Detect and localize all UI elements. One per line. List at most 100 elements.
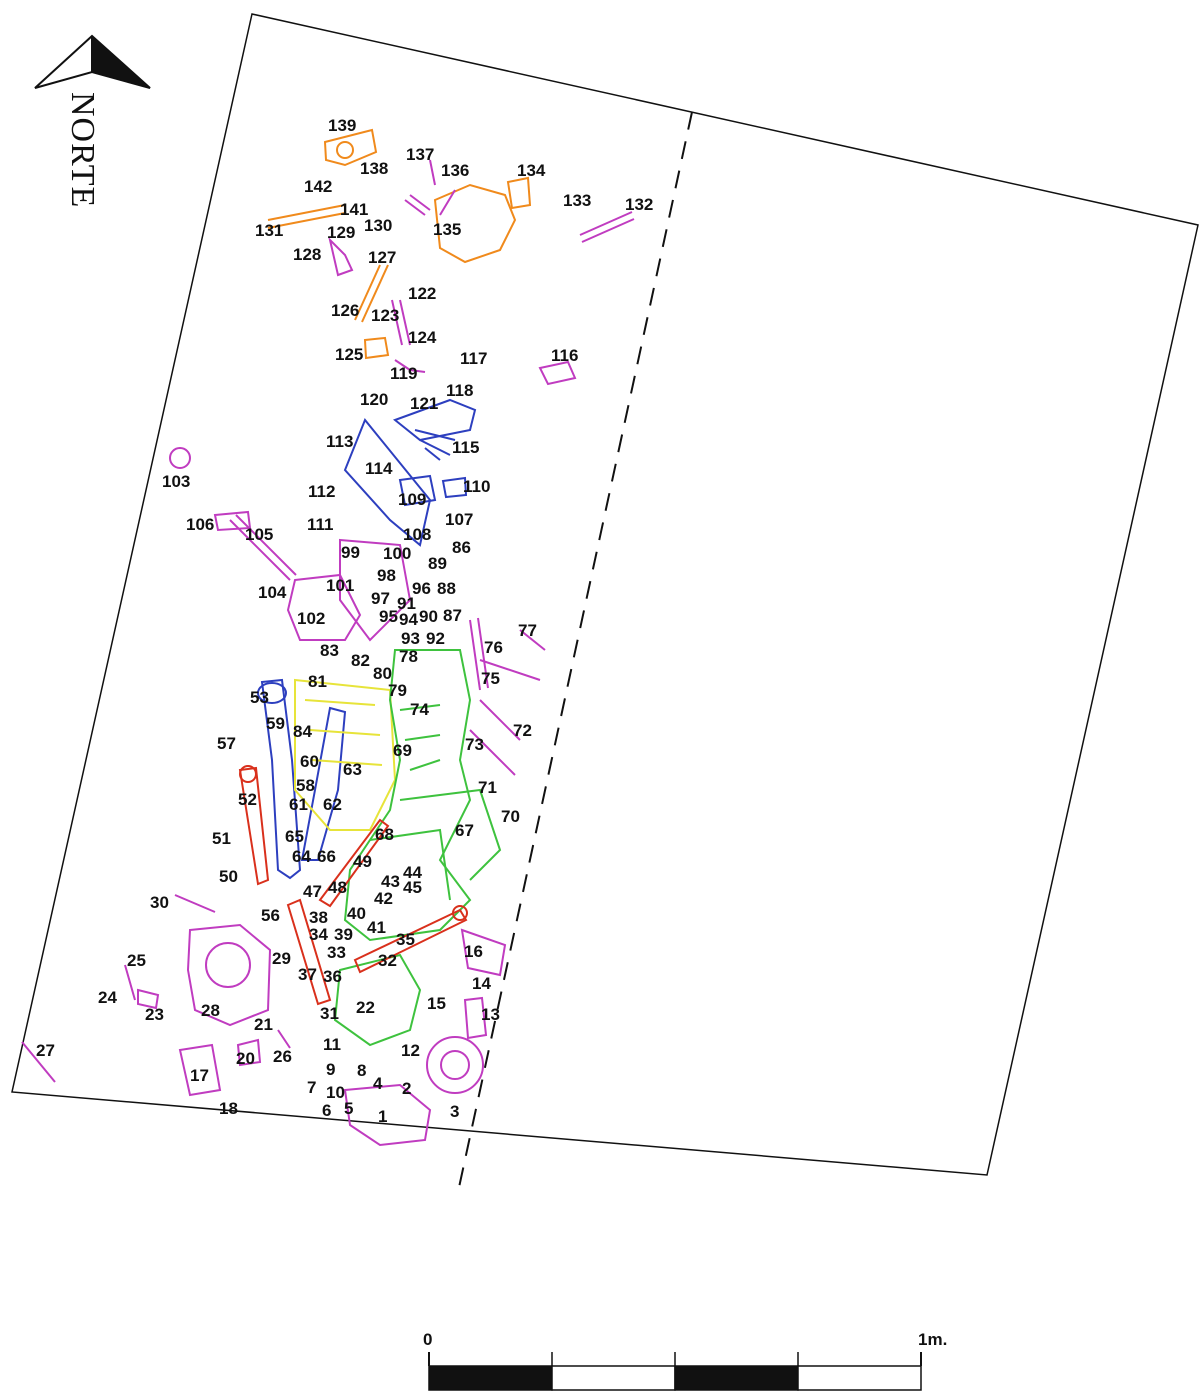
label-68: 68	[375, 825, 394, 844]
bone-group-magenta	[21, 159, 635, 1147]
label-3: 3	[450, 1102, 459, 1121]
label-118: 118	[446, 381, 473, 400]
label-11: 11	[323, 1035, 341, 1054]
label-39: 39	[334, 925, 353, 944]
label-69: 69	[393, 741, 412, 760]
label-43: 43	[381, 872, 400, 891]
label-10: 10	[326, 1083, 345, 1102]
bone-group-green	[333, 649, 502, 1047]
label-108: 108	[403, 525, 431, 544]
label-141: 141	[340, 200, 368, 219]
label-95: 95	[379, 607, 398, 626]
label-132: 132	[625, 195, 653, 214]
label-9: 9	[326, 1060, 335, 1079]
label-122: 122	[408, 284, 436, 303]
label-109: 109	[398, 490, 426, 509]
label-130: 130	[364, 216, 392, 235]
scale-end-label: 1m.	[918, 1330, 947, 1349]
label-78: 78	[399, 647, 418, 666]
label-72: 72	[513, 721, 532, 740]
label-29: 29	[272, 949, 291, 968]
label-41: 41	[367, 918, 386, 937]
label-15: 15	[427, 994, 446, 1013]
label-87: 87	[443, 606, 462, 625]
label-51: 51	[212, 829, 231, 848]
label-84: 84	[293, 722, 312, 741]
label-106: 106	[186, 515, 214, 534]
label-135: 135	[433, 220, 461, 239]
label-64: 64	[292, 847, 311, 866]
label-48: 48	[328, 878, 347, 897]
label-113: 113	[326, 432, 353, 451]
label-67: 67	[455, 821, 474, 840]
label-45: 45	[403, 878, 422, 897]
label-30: 30	[150, 893, 169, 912]
label-73: 73	[465, 735, 484, 754]
label-142: 142	[304, 177, 332, 196]
label-110: 110	[463, 477, 490, 496]
label-101: 101	[326, 576, 354, 595]
label-34: 34	[309, 925, 328, 944]
bone-number-labels: 1 2 3 4 5 6 7 8 9 10 11 12 13 14 15 16 1…	[36, 116, 653, 1126]
label-70: 70	[501, 807, 520, 826]
label-5: 5	[344, 1099, 353, 1118]
label-47: 47	[303, 882, 322, 901]
label-44: 44	[403, 863, 422, 882]
label-56: 56	[261, 906, 280, 925]
label-23: 23	[145, 1005, 164, 1024]
label-14: 14	[472, 974, 491, 993]
label-119: 119	[390, 364, 417, 383]
label-105: 105	[245, 525, 273, 544]
label-42: 42	[374, 889, 393, 908]
label-76: 76	[484, 638, 503, 657]
label-129: 129	[327, 223, 355, 242]
label-49: 49	[353, 852, 372, 871]
label-59: 59	[266, 714, 285, 733]
label-112: 112	[308, 482, 335, 501]
label-13: 13	[481, 1005, 500, 1024]
label-103: 103	[162, 472, 190, 491]
label-123: 123	[371, 306, 399, 325]
label-139: 139	[328, 116, 356, 135]
label-24: 24	[98, 988, 117, 1007]
label-125: 125	[335, 345, 363, 364]
label-86: 86	[452, 538, 471, 557]
label-4: 4	[373, 1074, 383, 1093]
label-33: 33	[327, 943, 346, 962]
label-7: 7	[307, 1078, 316, 1097]
label-8: 8	[357, 1061, 366, 1080]
label-1: 1	[378, 1107, 387, 1126]
label-114: 114	[365, 459, 393, 478]
scale-start-label: 0	[423, 1330, 432, 1349]
label-134: 134	[517, 161, 546, 180]
label-12: 12	[401, 1041, 420, 1060]
label-79: 79	[388, 681, 407, 700]
label-81: 81	[308, 672, 327, 691]
label-63: 63	[343, 760, 362, 779]
label-121: 121	[410, 394, 438, 413]
label-92: 92	[426, 629, 445, 648]
label-136: 136	[441, 161, 469, 180]
label-26: 26	[273, 1047, 292, 1066]
label-17: 17	[190, 1066, 209, 1085]
label-32: 32	[378, 951, 397, 970]
label-115: 115	[452, 438, 479, 457]
label-61: 61	[289, 795, 308, 814]
label-2: 2	[402, 1079, 411, 1098]
label-62: 62	[323, 795, 342, 814]
label-102: 102	[297, 609, 325, 628]
label-31: 31	[320, 1004, 339, 1023]
label-35: 35	[396, 930, 415, 949]
label-65: 65	[285, 827, 304, 846]
label-66: 66	[317, 847, 336, 866]
label-18: 18	[219, 1099, 238, 1118]
label-80: 80	[373, 664, 392, 683]
label-107: 107	[445, 510, 473, 529]
label-90: 90	[419, 607, 438, 626]
label-91: 91	[397, 594, 416, 613]
north-arrow-icon	[34, 34, 151, 89]
label-98: 98	[377, 566, 396, 585]
north-label: NORTE	[64, 92, 101, 208]
label-124: 124	[408, 328, 437, 347]
label-74: 74	[410, 700, 429, 719]
